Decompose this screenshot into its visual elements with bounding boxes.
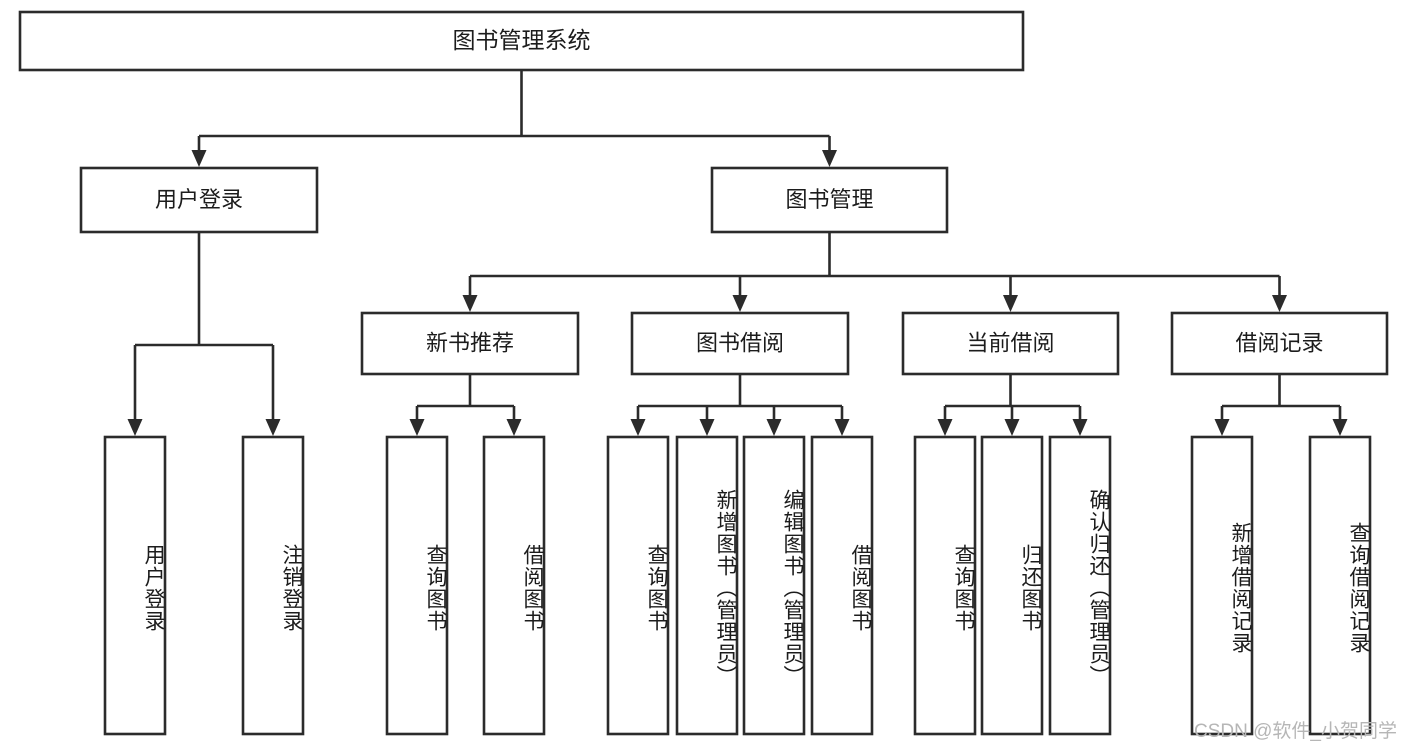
arrow-head-icon — [834, 419, 850, 436]
arrow-head-icon — [127, 419, 143, 436]
arrow-head-icon — [1214, 419, 1230, 436]
arrow-head-icon — [630, 419, 646, 436]
leaf-node-box-10[interactable] — [1048, 435, 1112, 736]
leaf-node-box-7[interactable] — [810, 435, 874, 736]
leaf-node-box-8[interactable] — [913, 435, 977, 736]
level3-node-box-3[interactable] — [1170, 311, 1389, 376]
leaf-node-box-11[interactable] — [1190, 435, 1254, 736]
leaf-node-box-3[interactable] — [482, 435, 546, 736]
leaf-node-box-6[interactable] — [742, 435, 806, 736]
arrow-head-icon — [822, 150, 837, 167]
leaf-node-box-9[interactable] — [980, 435, 1044, 736]
arrow-head-icon — [1003, 295, 1018, 312]
leaf-node-box-12[interactable] — [1308, 435, 1372, 736]
level3-node-label-2: 当前借阅 — [966, 330, 1054, 355]
arrow-head-icon — [766, 419, 782, 436]
arrow-head-icon — [1332, 419, 1348, 436]
arrow-head-icon — [732, 295, 748, 312]
leaf-node-box-1[interactable] — [241, 435, 305, 736]
arrow-head-icon — [937, 419, 953, 436]
root-node-box[interactable] — [18, 10, 1025, 72]
leaf-node-box-0[interactable] — [103, 435, 167, 736]
leaf-node-box-2[interactable] — [385, 435, 449, 736]
level3-node-label-0: 新书推荐 — [426, 330, 514, 355]
level3-node-box-2[interactable] — [901, 311, 1120, 376]
boxes-layer — [18, 10, 1389, 736]
level3-node-box-0[interactable] — [360, 311, 580, 376]
arrow-head-icon — [462, 295, 478, 312]
root-node-label: 图书管理系统 — [453, 27, 591, 53]
arrow-head-icon — [1004, 419, 1020, 436]
arrow-head-icon — [409, 419, 425, 436]
arrow-head-icon — [191, 150, 207, 167]
level3-node-box-1[interactable] — [630, 311, 850, 376]
arrow-head-icon — [265, 419, 281, 436]
level2-node-label-1: 图书管理 — [785, 187, 873, 212]
arrow-head-icon — [506, 419, 522, 436]
leaf-node-box-5[interactable] — [675, 435, 739, 736]
leaf-node-box-4[interactable] — [606, 435, 670, 736]
level2-node-box-1[interactable] — [710, 166, 949, 234]
arrow-head-icon — [1272, 295, 1287, 312]
level2-node-label-0: 用户登录 — [155, 187, 243, 212]
arrow-head-icon — [1072, 419, 1088, 436]
level2-node-box-0[interactable] — [79, 166, 319, 234]
arrow-head-icon — [699, 419, 715, 436]
level3-node-label-3: 借阅记录 — [1235, 330, 1323, 355]
level3-node-label-1: 图书借阅 — [696, 330, 784, 355]
connectors-layer — [127, 70, 1348, 436]
watermark-text: CSDN @软件_小贺同学 — [1194, 721, 1397, 742]
